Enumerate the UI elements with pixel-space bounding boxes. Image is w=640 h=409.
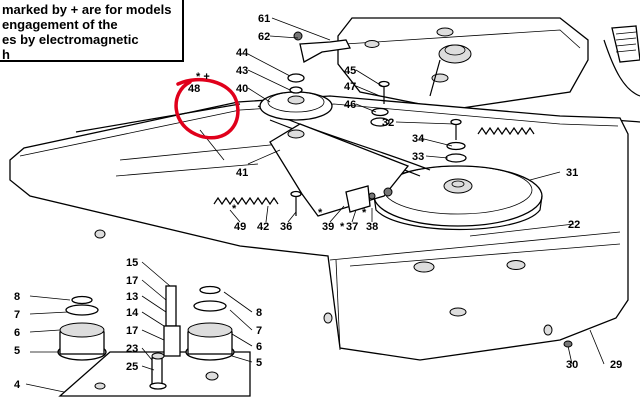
callout-8-right: 8 bbox=[256, 307, 262, 319]
highlight-circle-48 bbox=[174, 77, 240, 140]
note-line-4: h bbox=[2, 47, 10, 62]
callout-labels: 61 62 44 43 40 45 47 46 32 34 33 31 * + … bbox=[14, 13, 622, 391]
callout-62: 62 bbox=[258, 31, 270, 43]
spindle-assembly-left bbox=[57, 285, 251, 397]
callout-6-left: 6 bbox=[14, 327, 20, 339]
callout-46: 46 bbox=[344, 99, 356, 111]
callout-23: 23 bbox=[126, 343, 138, 355]
callout-37-star: * bbox=[340, 221, 345, 233]
bolt-32 bbox=[450, 118, 462, 140]
nut-44-43 bbox=[287, 73, 305, 94]
belt-cover-61 bbox=[337, 17, 589, 109]
callout-43: 43 bbox=[236, 65, 248, 77]
callout-45: 45 bbox=[344, 65, 356, 77]
callout-49: 49 bbox=[234, 221, 246, 233]
callout-22: 22 bbox=[568, 219, 580, 231]
callout-61: 61 bbox=[258, 13, 270, 25]
callout-25: 25 bbox=[126, 361, 138, 373]
callout-47: 47 bbox=[344, 81, 356, 93]
note-line-1: marked by + are for models bbox=[2, 2, 172, 17]
callout-37: 37 bbox=[346, 221, 358, 233]
callout-29: 29 bbox=[610, 359, 622, 371]
note-line-3: es by electromagnetic bbox=[2, 32, 139, 47]
callout-38-star: * bbox=[362, 207, 367, 219]
callout-48: 48 bbox=[188, 83, 200, 95]
callout-41: 41 bbox=[236, 167, 248, 179]
callout-42: 42 bbox=[257, 221, 269, 233]
callout-7-right: 7 bbox=[256, 325, 262, 337]
spring-32 bbox=[477, 126, 535, 136]
note-line-2: engagement of the bbox=[2, 17, 118, 32]
callout-31: 31 bbox=[566, 167, 578, 179]
callout-39: 39 bbox=[322, 221, 334, 233]
callout-40: 40 bbox=[236, 83, 248, 95]
callout-6-right: 6 bbox=[256, 341, 262, 353]
callout-14: 14 bbox=[126, 307, 139, 319]
callout-15: 15 bbox=[126, 257, 138, 269]
callout-5-right: 5 bbox=[256, 357, 262, 369]
washer-46 bbox=[370, 107, 390, 127]
callout-32: 32 bbox=[382, 117, 394, 129]
callout-5-left: 5 bbox=[14, 345, 20, 357]
callout-48-mark: * + bbox=[196, 71, 210, 83]
bracket-39-37-38 bbox=[345, 185, 393, 213]
pulley-40 bbox=[259, 91, 333, 121]
bolt-36 bbox=[290, 190, 302, 216]
callout-49-star: * bbox=[232, 203, 237, 215]
callout-4: 4 bbox=[14, 379, 21, 391]
callout-leader-lines bbox=[25, 17, 605, 393]
callout-44: 44 bbox=[236, 47, 249, 59]
callout-17-top: 17 bbox=[126, 275, 138, 287]
legend-note-box: marked by + are for models engagement of… bbox=[0, 0, 184, 62]
callout-17-bottom: 17 bbox=[126, 325, 138, 337]
callout-33: 33 bbox=[412, 151, 424, 163]
tensioner-arm-41 bbox=[269, 123, 410, 217]
callout-39-star: * bbox=[318, 207, 323, 219]
callout-7-left: 7 bbox=[14, 309, 20, 321]
spring-49 bbox=[213, 196, 279, 206]
callout-38: 38 bbox=[366, 221, 378, 233]
callout-8-left: 8 bbox=[14, 291, 20, 303]
callout-36: 36 bbox=[280, 221, 292, 233]
callout-30: 30 bbox=[566, 359, 578, 371]
callout-34: 34 bbox=[412, 133, 425, 145]
callout-13: 13 bbox=[126, 291, 138, 303]
